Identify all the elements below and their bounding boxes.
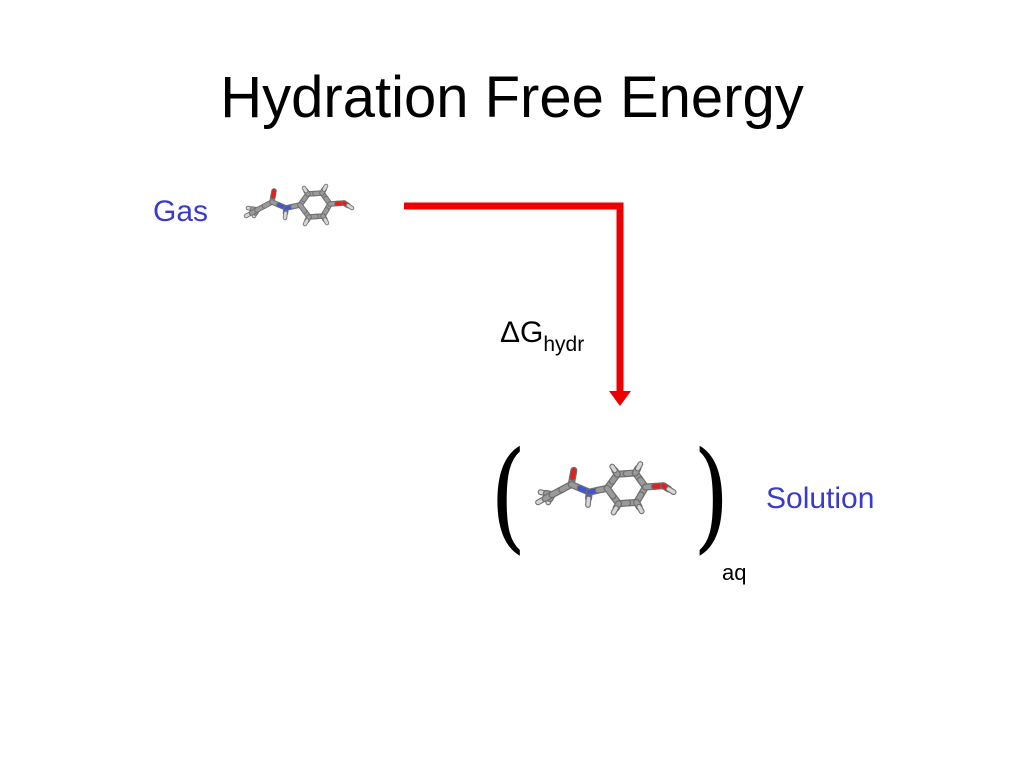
right-parenthesis: ) (693, 427, 730, 566)
solution-label: Solution (766, 482, 875, 515)
slide-title: Hydration Free Energy (220, 65, 804, 130)
gas-label: Gas (153, 195, 209, 228)
arrow-head (609, 391, 631, 406)
arrow-path (404, 202, 624, 392)
delta-g-hydr-label: ΔGhydr (500, 315, 585, 356)
gas-molecule-icon (243, 183, 355, 227)
reaction-arrow (404, 202, 631, 406)
delta-g-subscript: hydr (543, 333, 585, 356)
aq-subscript: aq (722, 560, 747, 585)
left-parenthesis: ( (490, 427, 527, 566)
delta-g-symbol: ΔG (500, 316, 544, 349)
solution-molecule-icon (535, 461, 677, 516)
